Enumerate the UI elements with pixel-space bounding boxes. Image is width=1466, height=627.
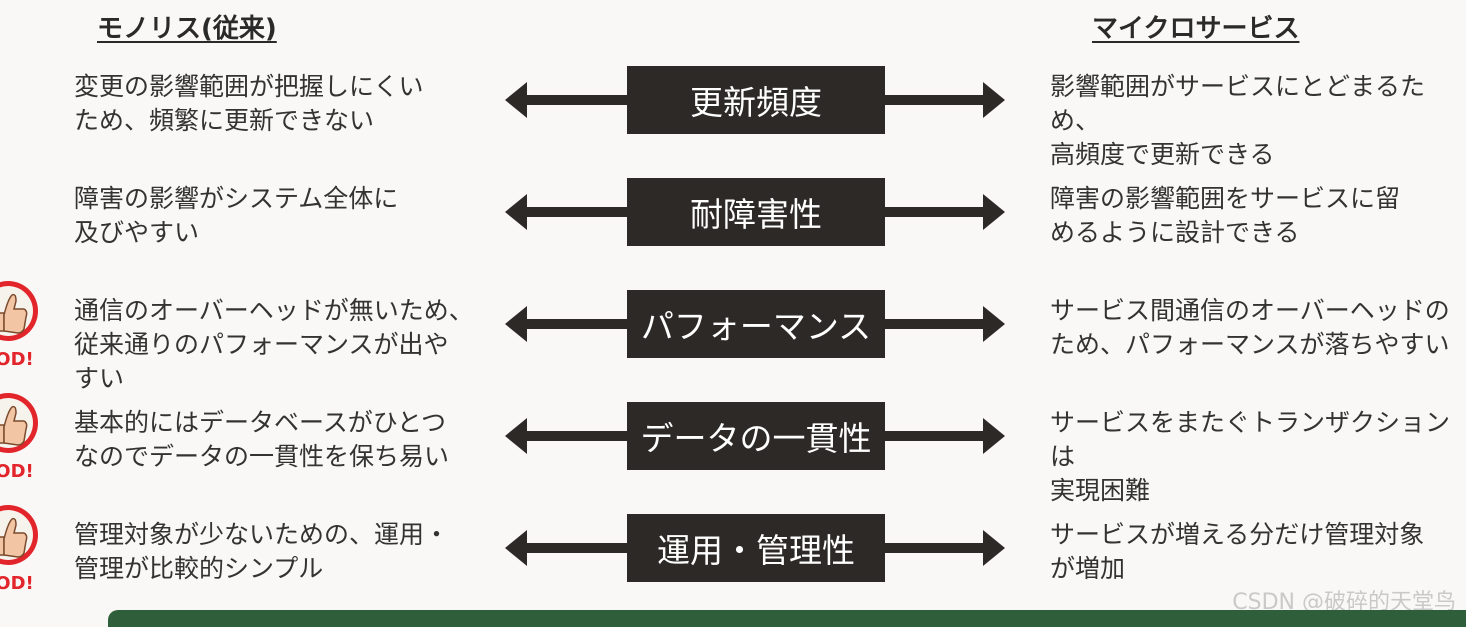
good-badge: OOD! bbox=[0, 383, 54, 483]
monolith-description: 管理対象が少ないための、運用・ 管理が比較的シンプル bbox=[74, 520, 450, 583]
comparison-row-update-frequency: 変更の影響範囲が把握しにくい ため、頻繁に更新できない 更新頻度 影響範囲がサー… bbox=[0, 62, 1466, 174]
criterion-label: データの一貫性 bbox=[627, 402, 885, 470]
comparison-row-fault-tolerance: 障害の影響がシステム全体に 及びやすい 耐障害性 障害の影響範囲をサービスに留 … bbox=[0, 174, 1466, 286]
microservices-description: サービスが増える分だけ管理対象 が増加 bbox=[1050, 520, 1425, 583]
comparison-row-performance: OOD! 通信のオーバーヘッドが無いため、 従来通りのパフォーマンスが出や すい… bbox=[0, 281, 1466, 398]
footer-band bbox=[108, 610, 1466, 627]
good-badge-text: OOD! bbox=[0, 349, 34, 370]
criterion-label: 運用・管理性 bbox=[627, 514, 885, 582]
good-badge: OOD! bbox=[0, 271, 54, 371]
monolith-description: 通信のオーバーヘッドが無いため、 従来通りのパフォーマンスが出や すい bbox=[74, 296, 474, 393]
comparison-row-operability: OOD! 管理対象が少ないための、運用・ 管理が比較的シンプル 運用・管理性 サ… bbox=[0, 505, 1466, 622]
monolith-header: モノリス(従来) bbox=[97, 14, 277, 44]
monolith-description: 変更の影響範囲が把握しにくい ため、頻繁に更新できない bbox=[74, 72, 424, 135]
microservices-description: 障害の影響範囲をサービスに留 めるように設計できる bbox=[1050, 184, 1401, 247]
microservices-description: 影響範囲がサービスにとどまるため、 高頻度で更新できる bbox=[1050, 72, 1426, 169]
good-badge: OOD! bbox=[0, 495, 54, 595]
microservices-header: マイクロサービス bbox=[1092, 14, 1300, 44]
microservices-description: サービス間通信のオーバーヘッドの ため、パフォーマンスが落ちやすい bbox=[1050, 296, 1450, 359]
monolith-description: 障害の影響がシステム全体に 及びやすい bbox=[74, 184, 399, 247]
comparison-row-data-consistency: OOD! 基本的にはデータベースがひとつ なのでデータの一貫性を保ち易い データ… bbox=[0, 393, 1466, 510]
monolith-description: 基本的にはデータベースがひとつ なのでデータの一貫性を保ち易い bbox=[74, 408, 450, 471]
good-badge-text: OOD! bbox=[0, 461, 34, 482]
microservices-description: サービスをまたぐトランザクションは 実現困難 bbox=[1050, 408, 1451, 505]
criterion-label: 更新頻度 bbox=[627, 66, 885, 134]
criterion-label: 耐障害性 bbox=[627, 178, 885, 246]
criterion-label: パフォーマンス bbox=[627, 290, 885, 358]
good-badge-text: OOD! bbox=[0, 573, 34, 594]
